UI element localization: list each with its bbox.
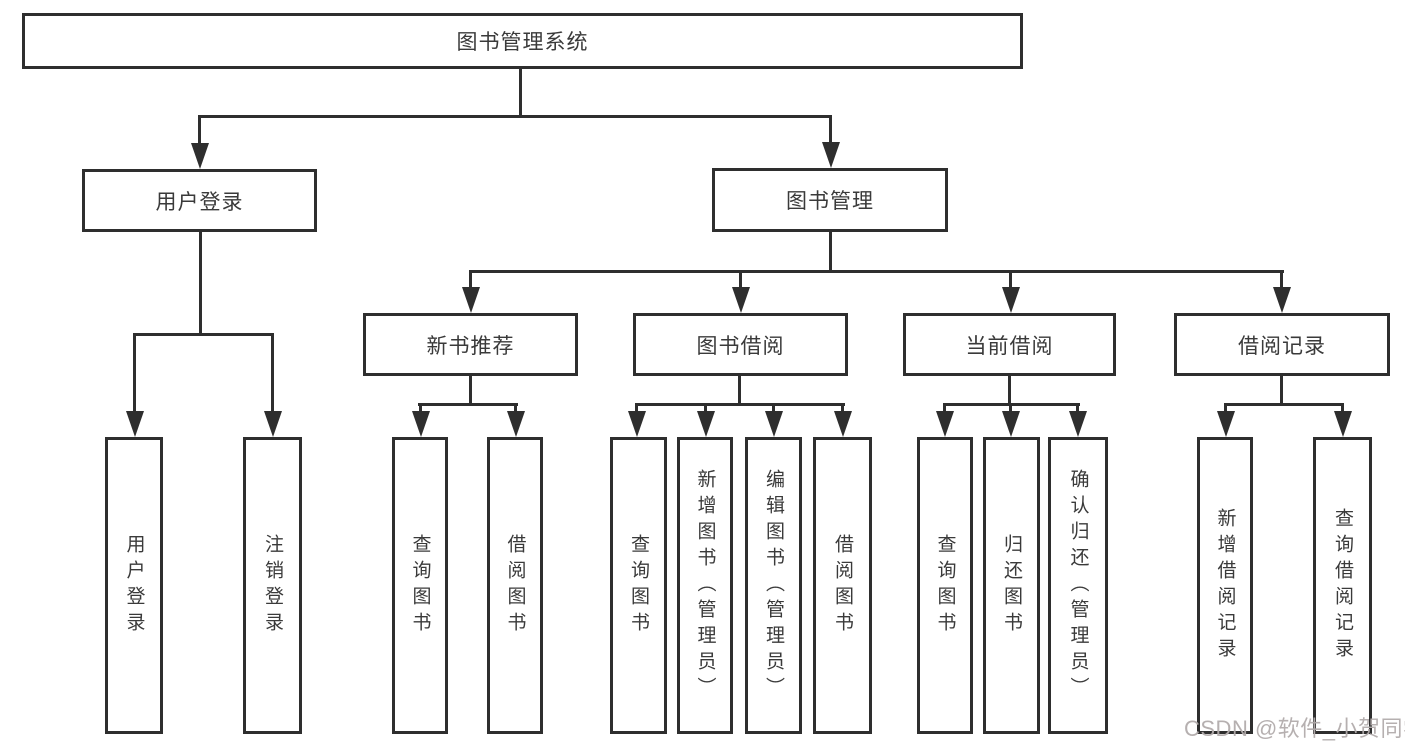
- leaf-user-login: 用户登录: [105, 437, 163, 734]
- leaf-logout: 注销登录: [243, 437, 302, 734]
- connector-drop-bb-query: [635, 405, 638, 414]
- node-new-book-rec: 新书推荐: [363, 313, 578, 376]
- arrowhead-nb-query-icon: [412, 411, 430, 437]
- arrowhead-user-login-icon: [191, 143, 209, 169]
- leaf-cb-return-book: 归还图书: [983, 437, 1040, 734]
- leaf-br-query-record: 查询借阅记录: [1313, 437, 1372, 734]
- arrowhead-bb-edit-icon: [765, 411, 783, 437]
- connector-newbook-bus: [418, 403, 518, 406]
- arrowhead-br-query-icon: [1334, 411, 1352, 437]
- node-book-mgmt: 图书管理: [712, 168, 948, 232]
- arrowhead-bb-add-icon: [697, 411, 715, 437]
- connector-bookmgmt-bus: [469, 270, 1284, 273]
- connector-drop-leaf-login: [133, 335, 136, 413]
- connector-newbook-stem: [469, 376, 472, 406]
- arrowhead-cb-confirm-icon: [1069, 411, 1087, 437]
- leaf-bb-edit-book-admin: 编辑图书（管理员）: [745, 437, 802, 734]
- arrowhead-bookborrow-icon: [732, 287, 750, 313]
- connector-drop-cb-return: [1009, 405, 1012, 414]
- node-book-borrow: 图书借阅: [633, 313, 848, 376]
- connector-drop-currentborrow: [1009, 272, 1012, 289]
- connector-bookmgmt-stem: [829, 232, 832, 273]
- leaf-bb-add-book-admin: 新增图书（管理员）: [677, 437, 733, 734]
- connector-root-stem: [519, 69, 522, 117]
- leaf-bb-borrow-book: 借阅图书: [813, 437, 872, 734]
- arrowhead-currentborrow-icon: [1002, 287, 1020, 313]
- connector-drop-borrowrecord: [1280, 272, 1283, 289]
- connector-drop-bb-edit: [772, 405, 775, 414]
- connector-userlogin-bus: [133, 333, 274, 336]
- connector-borrowrecord-bus: [1224, 403, 1344, 406]
- leaf-nb-query-book: 查询图书: [392, 437, 448, 734]
- connector-borrowrecord-stem: [1280, 376, 1283, 406]
- connector-drop-br-query: [1341, 405, 1344, 414]
- connector-bookborrow-bus: [635, 403, 845, 406]
- arrowhead-cb-return-icon: [1002, 411, 1020, 437]
- leaf-br-add-record: 新增借阅记录: [1197, 437, 1253, 734]
- connector-drop-bb-add: [704, 405, 707, 414]
- connector-drop-bb-borrow: [841, 405, 844, 414]
- connector-bookborrow-stem: [738, 376, 741, 406]
- csdn-watermark: CSDN @软件_小贺同学: [1184, 716, 1405, 741]
- connector-drop-nb-query: [419, 405, 422, 414]
- connector-currentborrow-bus: [943, 403, 1080, 406]
- arrowhead-book-mgmt-icon: [822, 142, 840, 168]
- node-borrow-record: 借阅记录: [1174, 313, 1390, 376]
- connector-drop-cb-confirm: [1076, 405, 1079, 414]
- node-user-login: 用户登录: [82, 169, 317, 232]
- arrowhead-bb-borrow-icon: [834, 411, 852, 437]
- connector-drop-user-login: [198, 117, 201, 145]
- connector-drop-cb-query: [943, 405, 946, 414]
- connector-root-bus: [198, 115, 832, 118]
- arrowhead-cb-query-icon: [936, 411, 954, 437]
- arrowhead-nb-borrow-icon: [507, 411, 525, 437]
- connector-drop-leaf-logout: [271, 335, 274, 413]
- connector-drop-br-add: [1224, 405, 1227, 414]
- leaf-nb-borrow-book: 借阅图书: [487, 437, 543, 734]
- connector-userlogin-stem: [199, 232, 202, 335]
- connector-drop-bookborrow: [739, 272, 742, 289]
- leaf-cb-confirm-return-admin: 确认归还（管理员）: [1048, 437, 1108, 734]
- arrowhead-br-add-icon: [1217, 411, 1235, 437]
- connector-drop-book-mgmt: [829, 117, 832, 144]
- node-root: 图书管理系统: [22, 13, 1023, 69]
- connector-currentborrow-stem: [1008, 376, 1011, 406]
- arrowhead-bb-query-icon: [628, 411, 646, 437]
- connector-drop-newbook: [469, 272, 472, 289]
- connector-drop-nb-borrow: [514, 405, 517, 414]
- arrowhead-leaf-logout-icon: [264, 411, 282, 437]
- arrowhead-newbook-icon: [462, 287, 480, 313]
- arrowhead-borrowrecord-icon: [1273, 287, 1291, 313]
- leaf-bb-query-book: 查询图书: [610, 437, 667, 734]
- leaf-cb-query-book: 查询图书: [917, 437, 973, 734]
- arrowhead-leaf-login-icon: [126, 411, 144, 437]
- node-current-borrow: 当前借阅: [903, 313, 1116, 376]
